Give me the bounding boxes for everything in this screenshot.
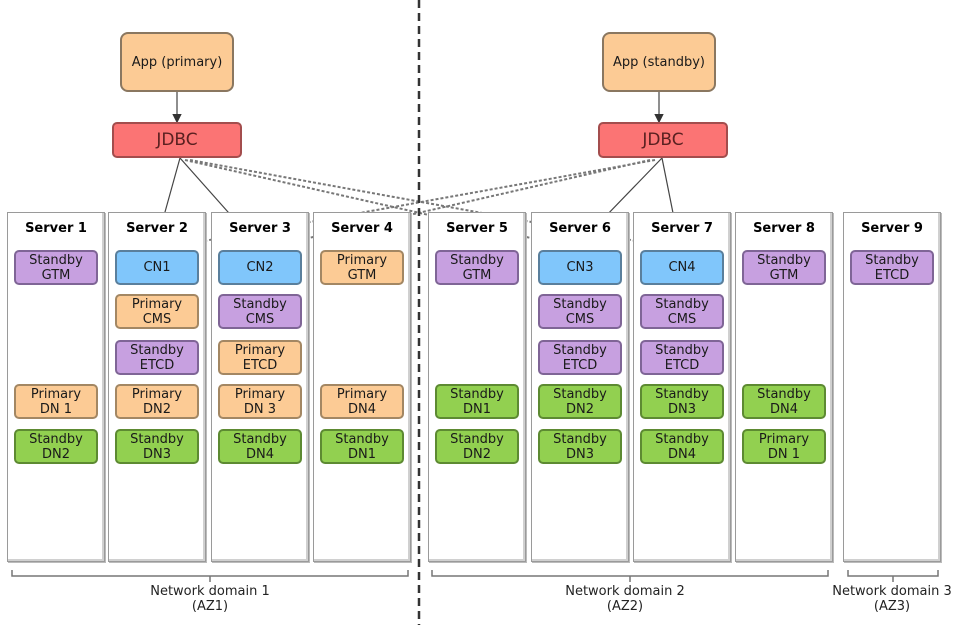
component-node: Standby CMS [538, 294, 622, 329]
jdbc-primary-label: JDBC [156, 130, 198, 150]
domain-bracket-3 [847, 570, 939, 582]
server-title: Server 6 [549, 221, 611, 236]
component-node: Standby ETCD [538, 340, 622, 375]
server-title: Server 5 [446, 221, 508, 236]
server-title: Server 7 [651, 221, 713, 236]
component-node: Standby GTM [14, 250, 98, 285]
server-title: Server 1 [25, 221, 87, 236]
component-node: Standby ETCD [640, 340, 724, 375]
component-node: Standby ETCD [115, 340, 199, 375]
jdbc-primary-box: JDBC [112, 122, 242, 158]
component-node: Standby DN1 [320, 429, 404, 464]
server-title: Server 9 [861, 221, 923, 236]
component-node: Standby DN4 [640, 429, 724, 464]
component-node: CN3 [538, 250, 622, 285]
server-title: Server 2 [126, 221, 188, 236]
jdbc-standby-box: JDBC [598, 122, 728, 158]
component-node: Primary CMS [115, 294, 199, 329]
component-node: Standby DN2 [538, 384, 622, 419]
server-9: Server 9 Standby ETCD [843, 212, 941, 562]
domain-bracket-2 [431, 570, 829, 582]
component-node: Primary DN2 [115, 384, 199, 419]
component-node: Standby CMS [640, 294, 724, 329]
app-standby-box: App (standby) [602, 32, 716, 92]
app-standby-label: App (standby) [613, 54, 705, 70]
component-node: Primary DN 1 [14, 384, 98, 419]
component-node: Standby GTM [742, 250, 826, 285]
jdbc-standby-label: JDBC [642, 130, 684, 150]
app-primary-label: App (primary) [131, 54, 223, 70]
component-node: Standby DN1 [435, 384, 519, 419]
domain-label-2: Network domain 2 (AZ2) [565, 584, 685, 614]
component-node: Standby DN2 [435, 429, 519, 464]
component-node: Standby DN3 [538, 429, 622, 464]
server-title: Server 8 [753, 221, 815, 236]
component-node: Standby GTM [435, 250, 519, 285]
component-node: Primary GTM [320, 250, 404, 285]
domain-bracket-1 [11, 570, 409, 582]
component-node: Standby DN4 [218, 429, 302, 464]
server-1: Server 1 Standby GTM Primary DN 1 Standby D… [7, 212, 105, 562]
component-node: CN1 [115, 250, 199, 285]
domain-label-3: Network domain 3 (AZ3) [832, 584, 952, 614]
server-title: Server 3 [229, 221, 291, 236]
component-node: Standby ETCD [850, 250, 934, 285]
component-node: Standby CMS [218, 294, 302, 329]
component-node: Primary DN 3 [218, 384, 302, 419]
component-node: CN4 [640, 250, 724, 285]
app-primary-box: App (primary) [120, 32, 234, 92]
server-title: Server 4 [331, 221, 393, 236]
component-node: Primary DN 1 [742, 429, 826, 464]
component-node: Standby DN3 [640, 384, 724, 419]
component-node: Standby DN4 [742, 384, 826, 419]
domain-label-1: Network domain 1 (AZ1) [150, 584, 270, 614]
component-node: CN2 [218, 250, 302, 285]
component-node: Primary ETCD [218, 340, 302, 375]
component-node: Standby DN2 [14, 429, 98, 464]
component-node: Primary DN4 [320, 384, 404, 419]
component-node: Standby DN3 [115, 429, 199, 464]
